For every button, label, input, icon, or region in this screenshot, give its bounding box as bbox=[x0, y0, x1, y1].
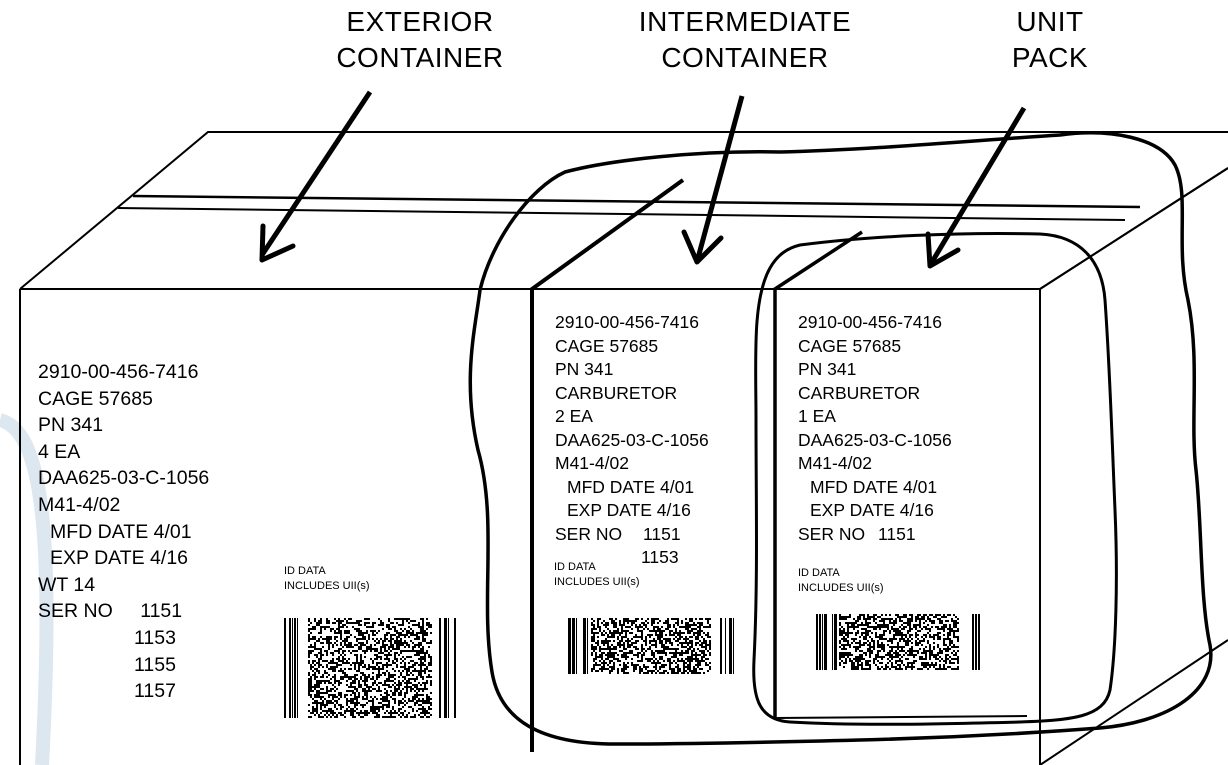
heading-line: UNIT bbox=[990, 4, 1110, 40]
exp-date-text: EXP DATE 4/16 bbox=[38, 545, 209, 572]
contract-text: DAA625-03-C-1056 bbox=[798, 429, 952, 453]
exterior-label: 2910-00-456-7416 CAGE 57685 PN 341 4 EA … bbox=[38, 359, 209, 705]
nsn-text: 2910-00-456-7416 bbox=[38, 359, 209, 386]
serial-row: SER NO 1151 bbox=[555, 523, 709, 547]
quantity-text: 1 EA bbox=[798, 405, 952, 429]
contract-text: DAA625-03-C-1056 bbox=[38, 465, 209, 492]
serial-value: 1153 bbox=[38, 625, 209, 652]
mfd-date-text: MFD DATE 4/01 bbox=[555, 476, 709, 500]
serial-value: 1155 bbox=[38, 652, 209, 679]
serial-row: SER NO 1151 bbox=[798, 523, 952, 547]
item-name-text: CARBURETOR bbox=[555, 382, 709, 406]
weight-text: WT 14 bbox=[38, 572, 209, 599]
cage-text: CAGE 57685 bbox=[798, 335, 952, 359]
box-top-face bbox=[20, 132, 1228, 289]
lot-text: M41-4/02 bbox=[555, 452, 709, 476]
quantity-text: 2 EA bbox=[555, 405, 709, 429]
barcode-unit bbox=[816, 614, 982, 670]
intermediate-arrow bbox=[698, 96, 742, 258]
id-data-line: ID DATA bbox=[284, 564, 370, 579]
id-data-line: INCLUDES UII(s) bbox=[554, 575, 640, 590]
heading-line: CONTAINER bbox=[600, 40, 890, 76]
heading-line: EXTERIOR bbox=[300, 4, 540, 40]
quantity-text: 4 EA bbox=[38, 439, 209, 466]
part-number-text: PN 341 bbox=[555, 358, 709, 382]
id-data-note-exterior: ID DATA INCLUDES UII(s) bbox=[284, 564, 370, 594]
serial-row: SER NO 1151 bbox=[38, 598, 209, 625]
id-data-note-unit: ID DATA INCLUDES UII(s) bbox=[798, 566, 884, 596]
exterior-arrow bbox=[262, 92, 370, 255]
barcode-graphic bbox=[568, 618, 734, 674]
unit-label: 2910-00-456-7416 CAGE 57685 PN 341 CARBU… bbox=[798, 311, 952, 546]
intermediate-label: 2910-00-456-7416 CAGE 57685 PN 341 CARBU… bbox=[555, 311, 709, 570]
barcode-exterior bbox=[284, 618, 456, 718]
barcode-graphic bbox=[816, 614, 982, 670]
exterior-container-heading: EXTERIOR CONTAINER bbox=[300, 4, 540, 76]
exp-date-text: EXP DATE 4/16 bbox=[798, 499, 952, 523]
serial-label: SER NO bbox=[38, 600, 113, 622]
part-number-text: PN 341 bbox=[798, 358, 952, 382]
lot-text: M41-4/02 bbox=[38, 492, 209, 519]
tape-band-line bbox=[133, 196, 1140, 207]
id-data-line: ID DATA bbox=[798, 566, 884, 581]
serial-label: SER NO bbox=[555, 524, 622, 544]
serial-value: 1151 bbox=[118, 600, 182, 622]
heading-line: PACK bbox=[990, 40, 1110, 76]
barcode-graphic bbox=[284, 618, 456, 718]
serial-value: 1151 bbox=[870, 524, 916, 544]
id-data-line: ID DATA bbox=[554, 560, 640, 575]
nsn-text: 2910-00-456-7416 bbox=[798, 311, 952, 335]
box-side-face bbox=[1040, 168, 1228, 765]
nsn-text: 2910-00-456-7416 bbox=[555, 311, 709, 335]
id-data-note-intermediate: ID DATA INCLUDES UII(s) bbox=[554, 560, 640, 590]
heading-line: CONTAINER bbox=[300, 40, 540, 76]
cage-text: CAGE 57685 bbox=[555, 335, 709, 359]
tape-band-line bbox=[118, 208, 1125, 220]
lot-text: M41-4/02 bbox=[798, 452, 952, 476]
contract-text: DAA625-03-C-1056 bbox=[555, 429, 709, 453]
heading-line: INTERMEDIATE bbox=[600, 4, 890, 40]
barcode-intermediate bbox=[568, 618, 734, 674]
mfd-date-text: MFD DATE 4/01 bbox=[38, 519, 209, 546]
unit-pack-outline bbox=[775, 716, 1027, 718]
mfd-date-text: MFD DATE 4/01 bbox=[798, 476, 952, 500]
serial-value: 1151 bbox=[627, 524, 681, 544]
intermediate-container-heading: INTERMEDIATE CONTAINER bbox=[600, 4, 890, 76]
item-name-text: CARBURETOR bbox=[798, 382, 952, 406]
id-data-line: INCLUDES UII(s) bbox=[284, 579, 370, 594]
unit-pack-heading: UNIT PACK bbox=[990, 4, 1110, 76]
part-number-text: PN 341 bbox=[38, 412, 209, 439]
serial-label: SER NO bbox=[798, 524, 865, 544]
exp-date-text: EXP DATE 4/16 bbox=[555, 499, 709, 523]
id-data-line: INCLUDES UII(s) bbox=[798, 581, 884, 596]
serial-value: 1157 bbox=[38, 678, 209, 705]
cage-text: CAGE 57685 bbox=[38, 386, 209, 413]
